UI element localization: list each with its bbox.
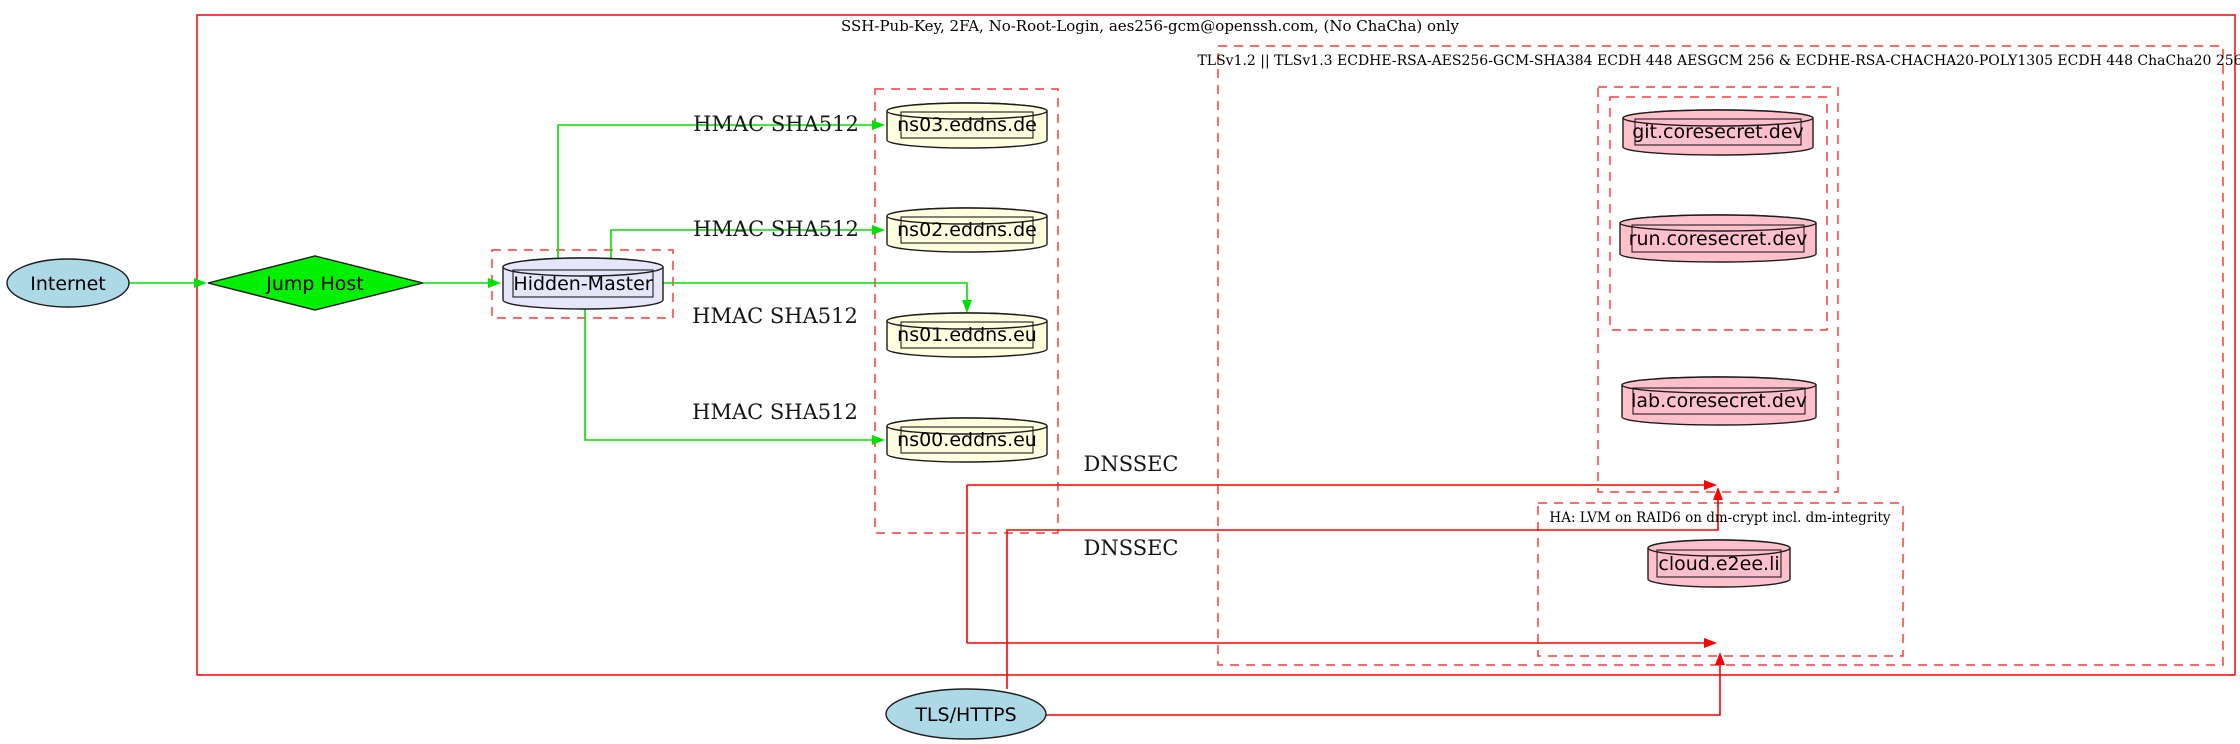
green-edges <box>129 120 972 445</box>
edge-hiddenmaster-ns03 <box>557 124 873 259</box>
hmac-label-ns03: HMAC SHA512 <box>693 112 859 136</box>
edge-hiddenmaster-ns00 <box>584 309 873 441</box>
hmac-label-ns00: HMAC SHA512 <box>692 400 858 424</box>
arrowhead-dnssec-upper <box>1704 480 1717 490</box>
edge-tlshttps-labcluster <box>1006 500 1719 689</box>
arrowhead-internet-jumphost <box>194 278 207 288</box>
ns03-label: ns03.eddns.de <box>897 114 1037 136</box>
cloud-label-box <box>1656 549 1782 578</box>
ns02-label-box <box>900 216 1034 244</box>
node-hidden-master: Hidden-Master <box>502 257 664 310</box>
ssh-zone-label: SSH-Pub-Key, 2FA, No-Root-Login, aes256-… <box>841 17 1460 35</box>
node-jump-host: Jump Host <box>207 255 424 311</box>
git-label-box <box>1634 118 1802 146</box>
ns01-label-box <box>900 321 1034 349</box>
ha-zone-label: HA: LVM on RAID6 on dm-crypt incl. dm-in… <box>1549 510 1891 526</box>
edge-hiddenmaster-ns01 <box>663 282 968 301</box>
coresecret-outer-cluster-box <box>1597 86 1839 493</box>
node-cloud: cloud.e2ee.li <box>1647 539 1791 588</box>
internet-ellipse <box>6 258 130 308</box>
ns00-cylinder-rim <box>886 417 1048 435</box>
internet-label: Internet <box>30 273 105 295</box>
node-tls-https: TLS/HTTPS <box>885 688 1047 740</box>
dnssec-label-lower: DNSSEC <box>1083 536 1178 560</box>
ns03-label-box <box>900 111 1034 139</box>
node-run: run.coresecret.dev <box>1619 214 1817 263</box>
hidden-master-label-box <box>512 269 654 298</box>
run-label: run.coresecret.dev <box>1629 228 1808 250</box>
arrowhead-hiddenmaster-ns01 <box>962 300 972 313</box>
ns01-cylinder-rim <box>886 312 1048 330</box>
ns02-cylinder-rim <box>886 207 1048 225</box>
arrowhead-jumphost-hiddenmaster <box>488 278 501 288</box>
jump-host-label: Jump Host <box>265 273 364 295</box>
cloud-label: cloud.e2ee.li <box>1658 553 1779 575</box>
lab-label: lab.coresecret.dev <box>1631 390 1807 412</box>
node-internet: Internet <box>6 258 130 308</box>
arrowhead-hiddenmaster-ns00 <box>872 435 885 445</box>
ns01-label: ns01.eddns.eu <box>897 324 1037 346</box>
git-label: git.coresecret.dev <box>1632 121 1804 143</box>
hmac-label-ns01: HMAC SHA512 <box>692 304 858 328</box>
arrowhead-tlshttps-labcluster <box>1713 487 1723 500</box>
node-ns00: ns00.eddns.eu <box>886 417 1048 463</box>
arrowhead-hiddenmaster-ns03 <box>872 120 885 130</box>
arrowhead-hiddenmaster-ns02 <box>872 225 885 235</box>
node-ns01: ns01.eddns.eu <box>886 312 1048 358</box>
red-edges <box>966 480 1725 716</box>
node-git: git.coresecret.dev <box>1622 109 1814 156</box>
run-label-box <box>1631 224 1805 253</box>
node-ns03: ns03.eddns.de <box>886 102 1048 149</box>
hidden-master-cylinder-rim <box>502 257 664 277</box>
hmac-label-ns02: HMAC SHA512 <box>693 217 859 241</box>
run-cylinder-rim <box>1619 214 1817 232</box>
tls-https-label: TLS/HTTPS <box>914 704 1016 726</box>
node-lab: lab.coresecret.dev <box>1621 376 1817 426</box>
nameserver-cluster-box <box>874 88 1059 534</box>
jump-host-diamond <box>207 255 424 311</box>
arrowhead-tlshttps-hazone <box>1715 652 1725 665</box>
cloud-cylinder-rim <box>1647 539 1791 557</box>
ns02-label: ns02.eddns.de <box>897 219 1037 241</box>
tls-https-ellipse <box>885 688 1047 740</box>
ssh-zone-box <box>196 14 2236 676</box>
ns00-label: ns00.eddns.eu <box>897 429 1037 451</box>
lab-label-box <box>1632 387 1806 415</box>
git-cylinder-rim <box>1622 109 1814 127</box>
hidden-master-label: Hidden-Master <box>513 273 652 295</box>
edge-tlshttps-hazone <box>1046 665 1721 716</box>
tls-zone-box <box>1217 45 2224 666</box>
edge-hiddenmaster-ns02 <box>610 229 873 259</box>
tls-zone-label: TLSv1.2 || TLSv1.3 ECDHE-RSA-AES256-GCM-… <box>1197 53 2240 69</box>
ha-zone-box <box>1537 502 1904 657</box>
lab-cylinder-rim <box>1621 376 1817 394</box>
node-ns02: ns02.eddns.de <box>886 207 1048 253</box>
arrowhead-dnssec-lower <box>1704 638 1717 648</box>
ns00-label-box <box>900 426 1034 454</box>
dnssec-label-upper: DNSSEC <box>1083 452 1178 476</box>
ns03-cylinder-rim <box>886 102 1048 120</box>
